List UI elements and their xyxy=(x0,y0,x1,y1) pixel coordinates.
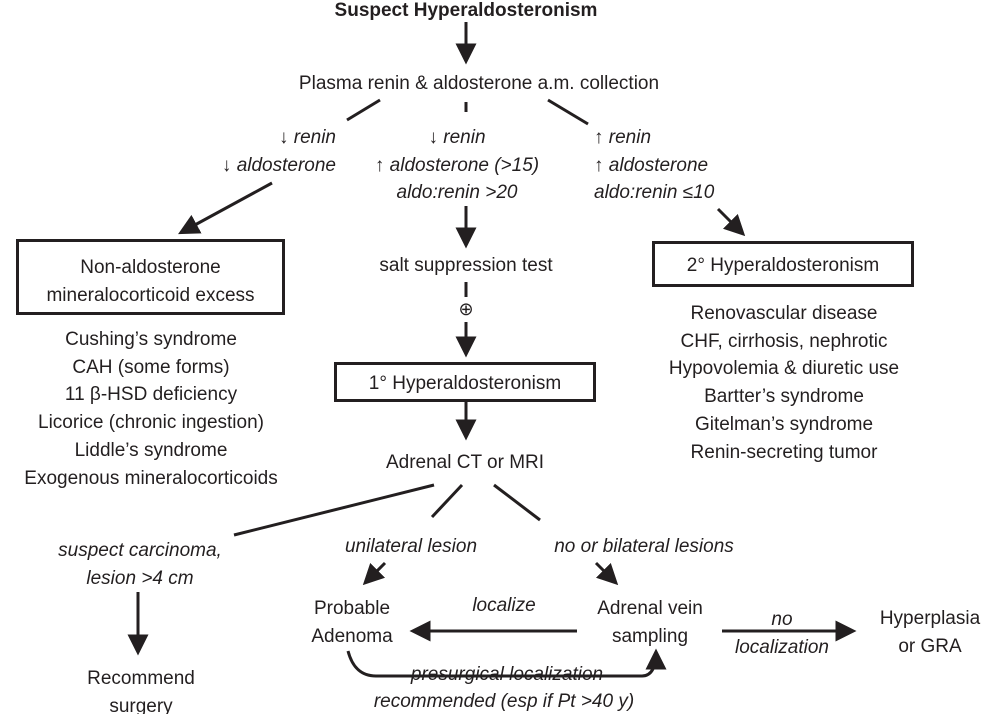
hyperplasia-line2: or GRA xyxy=(898,635,962,657)
surgery-line1: Recommend xyxy=(87,668,195,689)
arrow-right-to-secondary xyxy=(716,207,746,237)
title: Suspect Hyperaldosteronism xyxy=(334,0,598,21)
arrow-left-to-nonaldo xyxy=(178,181,273,235)
presurgical-recommendation-label: recommended (esp if Pt >40 y) xyxy=(373,691,635,712)
cause-item: Liddle’s syndrome xyxy=(74,439,228,461)
surgery-line2: surgery xyxy=(109,695,173,714)
adrenal-vein-sampling: Adrenal vein sampling xyxy=(597,595,703,650)
non-aldosterone-line2: mineralocorticoid excess xyxy=(46,284,255,306)
salt-suppression-test: salt suppression test xyxy=(379,255,553,276)
arrow-presurgical-loop xyxy=(346,648,667,678)
unilateral-lesion-label: unilateral lesion xyxy=(344,536,478,557)
non-aldosterone-causes: Cushing’s syndrome CAH (some forms) 11 β… xyxy=(24,326,277,492)
carcinoma-line1: suspect carcinoma, xyxy=(58,540,222,561)
cause-item: 11 β-HSD deficiency xyxy=(64,384,238,406)
right-branch-renin: ↑ renin xyxy=(594,127,652,148)
primary-hyperaldosteronism-box: 1° Hyperaldosteronism xyxy=(334,362,596,402)
arrow-unilateral-to-adenoma xyxy=(362,561,387,586)
localize-label: localize xyxy=(472,595,536,616)
left-branch-criteria: ↓ renin ↓ aldosterone xyxy=(222,124,336,179)
primary-hyperaldosteronism-label: 1° Hyperaldosteronism xyxy=(368,373,562,394)
plasma-step: Plasma renin & aldosterone a.m. collecti… xyxy=(298,73,660,94)
left-branch-renin: ↓ renin xyxy=(278,127,336,148)
arrow-bilateral-to-avs xyxy=(594,561,619,586)
middle-branch-aldosterone: ↑ aldosterone (>15) xyxy=(374,154,540,176)
presurgical-localization-label: presurgical localization xyxy=(410,664,604,685)
bilateral-lesions-label: no or bilateral lesions xyxy=(554,536,734,557)
cause-item: Bartter’s syndrome xyxy=(704,386,864,408)
cause-item: Cushing’s syndrome xyxy=(65,329,237,350)
left-branch-aldosterone: ↓ aldosterone xyxy=(221,154,336,176)
right-branch-ratio: aldo:renin ≤10 xyxy=(594,182,715,204)
probable-adenoma: Probable Adenoma xyxy=(311,595,392,650)
cause-item: Hypovolemia & diuretic use xyxy=(668,358,900,380)
non-aldosterone-line1: Non-aldosterone xyxy=(80,257,221,278)
right-branch-aldosterone: ↑ aldosterone xyxy=(594,154,709,176)
cause-item: Renovascular disease xyxy=(690,303,878,324)
line-imaging-split-right xyxy=(493,483,541,522)
cause-item: CHF, cirrhosis, nephrotic xyxy=(680,330,888,352)
non-aldosterone-box: Non-aldosterone mineralocorticoid excess xyxy=(16,239,285,315)
no-localization-line1: no xyxy=(771,609,793,630)
middle-branch-ratio: aldo:renin >20 xyxy=(396,182,518,204)
line-imaging-to-carcinoma xyxy=(233,483,435,537)
avs-line2: sampling xyxy=(611,625,689,647)
middle-branch-renin: ↓ renin xyxy=(428,127,486,148)
carcinoma-line2: lesion >4 cm xyxy=(86,567,194,589)
positive-result-symbol: ⊕ xyxy=(458,299,474,319)
cause-item: Renin-secreting tumor xyxy=(690,441,878,463)
middle-branch-criteria: ↓ renin ↑ aldosterone (>15) aldo:renin >… xyxy=(375,124,539,207)
cause-item: Gitelman’s syndrome xyxy=(694,413,874,435)
cause-item: Licorice (chronic ingestion) xyxy=(38,412,264,434)
right-branch-criteria: ↑ renin ↑ aldosterone aldo:renin ≤10 xyxy=(594,124,714,207)
adenoma-line2: Adenoma xyxy=(311,625,393,647)
cause-item: Exogenous mineralocorticoids xyxy=(24,467,278,489)
hyperplasia-or-gra: Hyperplasia or GRA xyxy=(880,605,980,660)
hyperplasia-line1: Hyperplasia xyxy=(879,608,981,629)
line-imaging-split-left xyxy=(430,483,464,519)
recommend-surgery: Recommend surgery xyxy=(87,665,195,714)
secondary-causes: Renovascular disease CHF, cirrhosis, nep… xyxy=(669,300,899,466)
no-localization-label: no localization xyxy=(735,606,829,661)
secondary-hyperaldosteronism-box: 2° Hyperaldosteronism xyxy=(652,241,914,287)
line-plasma-to-right xyxy=(547,98,589,126)
adrenal-imaging: Adrenal CT or MRI xyxy=(385,452,545,473)
adenoma-line1: Probable xyxy=(313,598,391,619)
line-plasma-to-left xyxy=(346,98,381,122)
carcinoma-criteria: suspect carcinoma, lesion >4 cm xyxy=(58,537,222,592)
secondary-hyperaldosteronism-label: 2° Hyperaldosteronism xyxy=(686,255,880,276)
cause-item: CAH (some forms) xyxy=(72,356,230,378)
avs-line1: Adrenal vein xyxy=(597,598,703,619)
no-localization-line2: localization xyxy=(735,636,829,658)
